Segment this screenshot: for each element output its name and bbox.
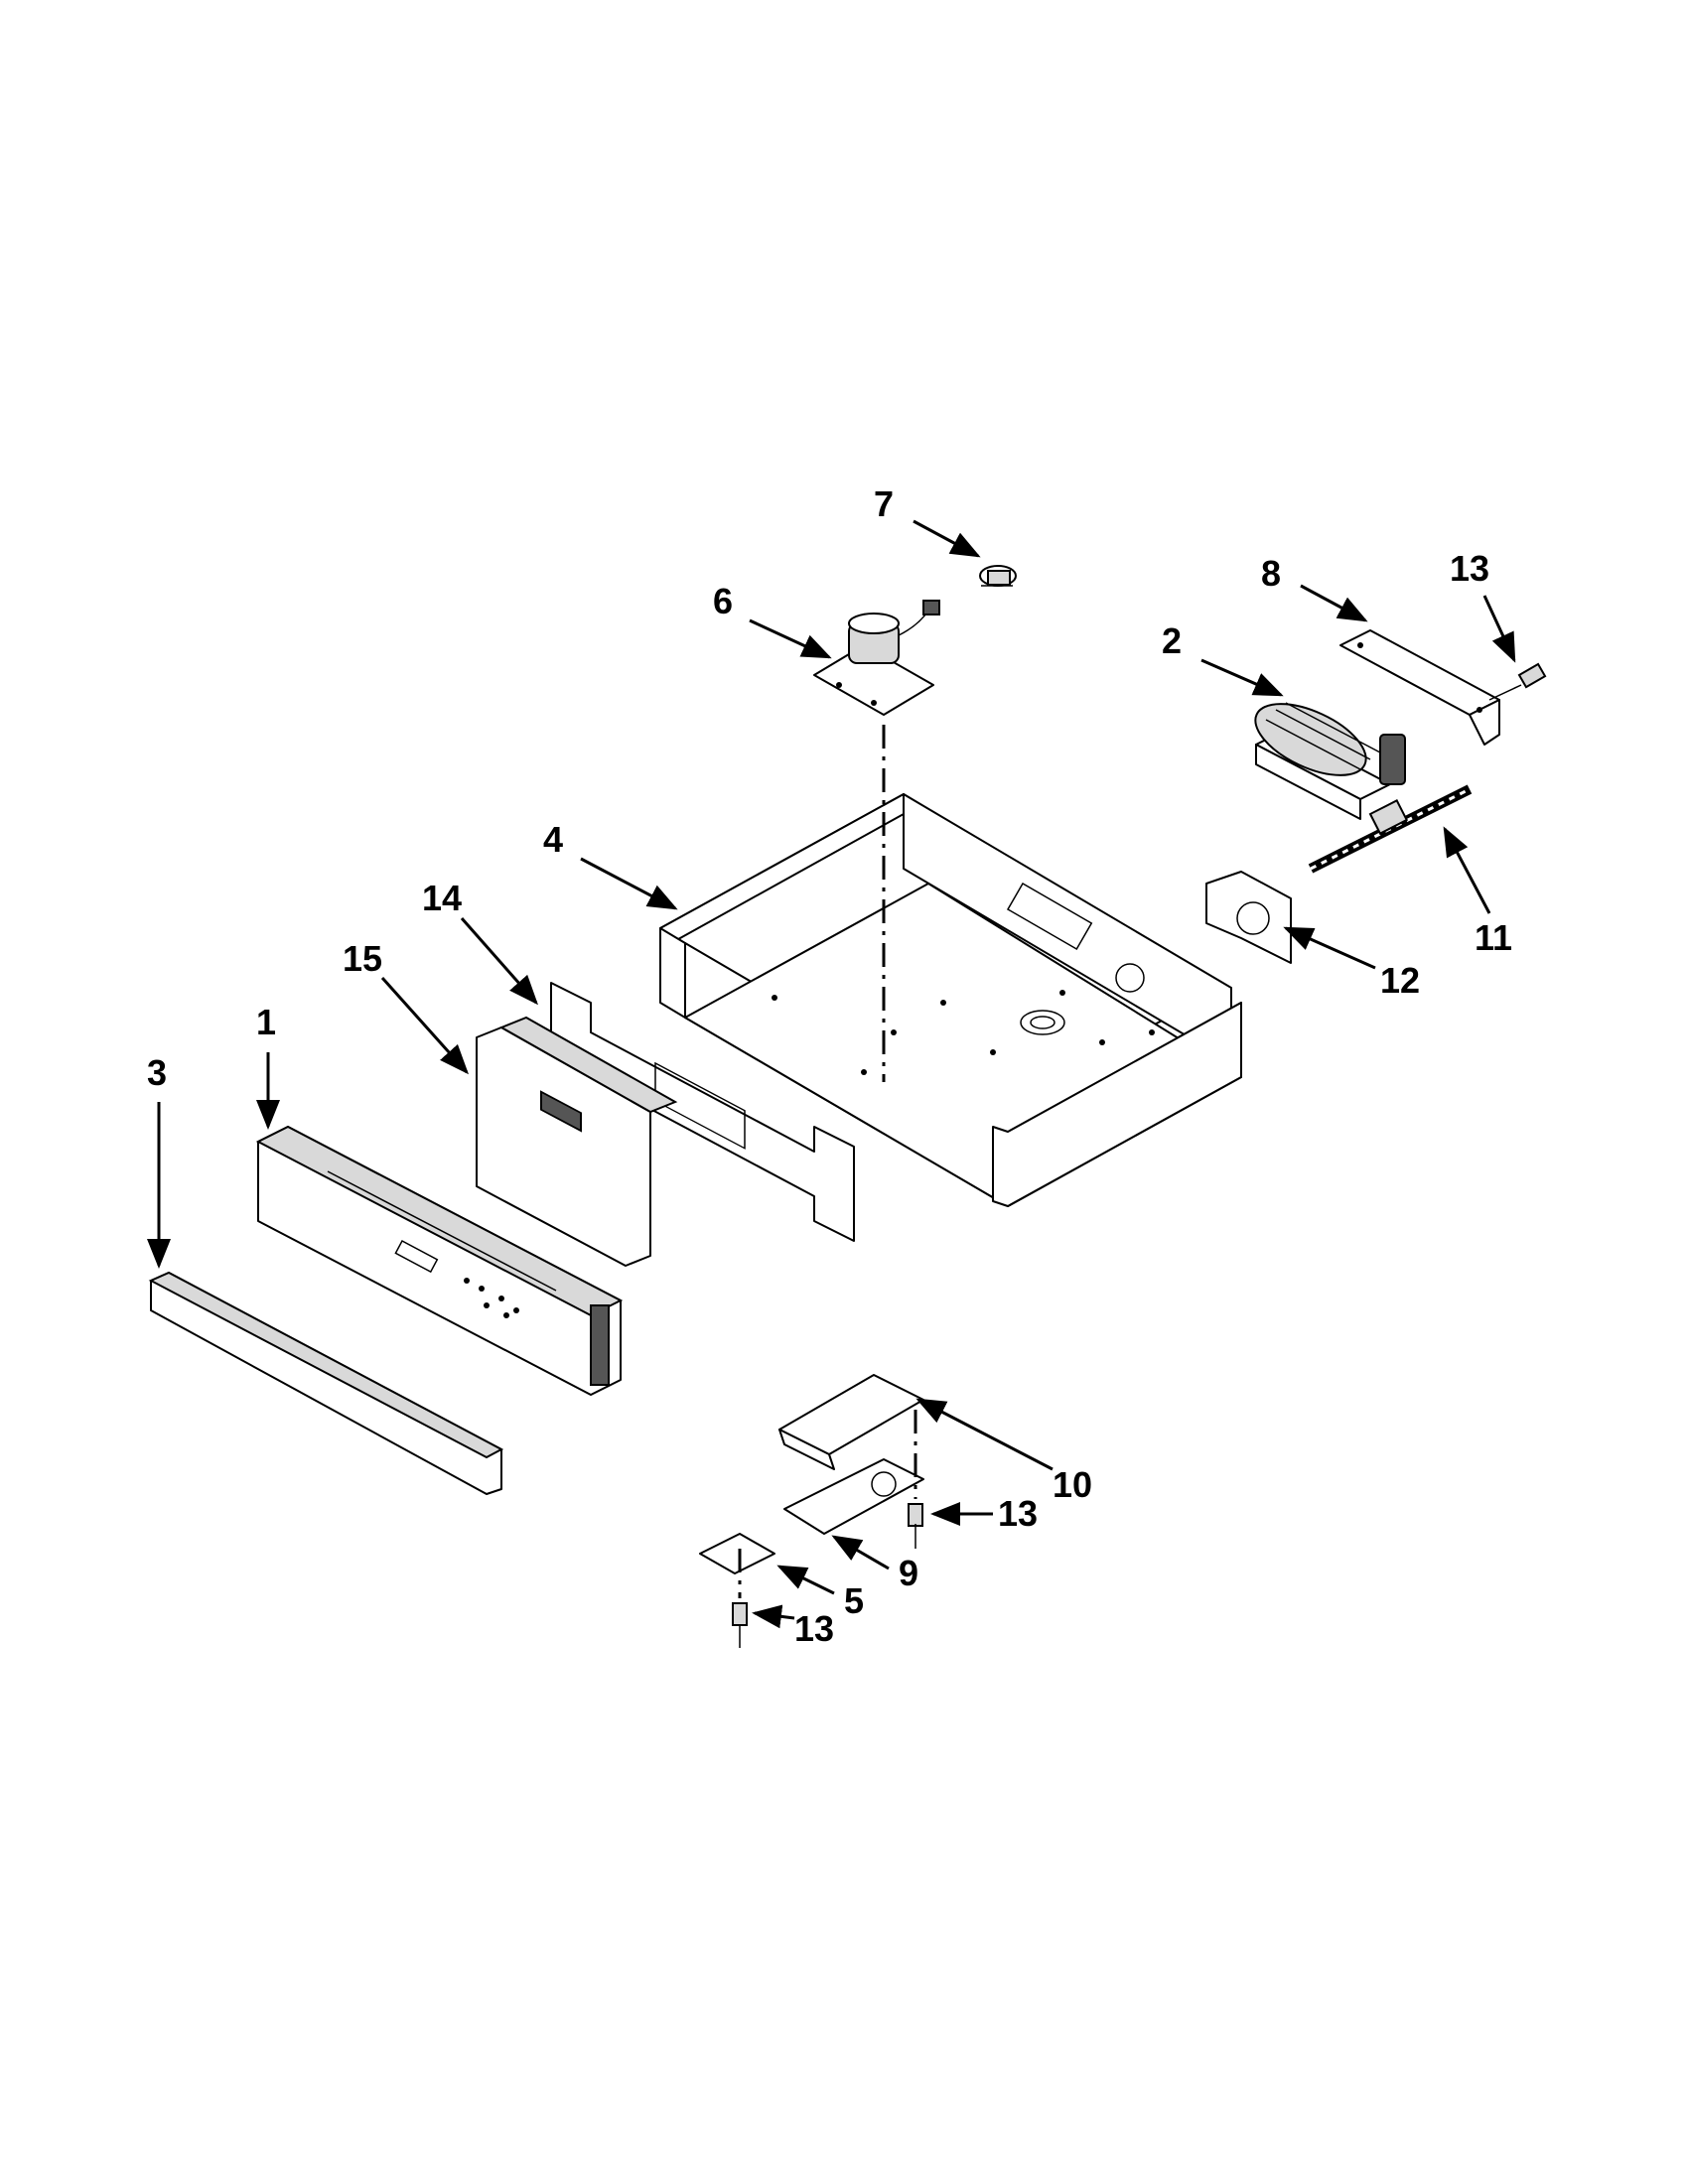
callout-11: 11 (1475, 917, 1512, 958)
part-2-blower-fan (1254, 702, 1406, 820)
callout-9: 9 (899, 1553, 918, 1593)
callout-2: 2 (1162, 620, 1182, 661)
leader-arrow-2 (1200, 658, 1284, 697)
callout-8: 8 (1261, 553, 1281, 594)
leader-arrow-7 (913, 519, 981, 558)
part-13-screw-lower (732, 1602, 748, 1648)
callout-6: 6 (713, 581, 733, 621)
callout-10: 10 (1053, 1464, 1092, 1505)
callout-12: 12 (1380, 960, 1420, 1001)
callout-13-upper: 13 (1450, 548, 1489, 589)
leader-arrow-4 (580, 857, 678, 910)
part-15-control-board (476, 1016, 678, 1267)
part-7-thermal-switch (979, 565, 1017, 587)
callout-1: 1 (256, 1002, 276, 1042)
leader-arrow-15 (380, 976, 470, 1075)
part-9-bracket (783, 1458, 924, 1535)
leader-arrow-11 (1443, 826, 1491, 914)
part-13-screw-middle (908, 1503, 923, 1549)
callout-7: 7 (874, 483, 894, 524)
leader-arrow-8 (1300, 584, 1368, 622)
callout-5: 5 (844, 1580, 864, 1621)
leader-arrow-14 (460, 917, 538, 1006)
part-10-deflector (778, 1374, 924, 1470)
leader-arrow-13-upper (1482, 595, 1516, 663)
part-13-screw-upper (1488, 662, 1547, 701)
callout-13-lower: 13 (794, 1608, 834, 1649)
leader-arrow-9 (831, 1535, 890, 1570)
callout-3: 3 (147, 1052, 167, 1093)
leader-arrow-6 (749, 618, 832, 659)
part-6-sensor-assembly (813, 600, 940, 716)
leader-arrow-10 (915, 1398, 1054, 1471)
part-3-trim-strip (148, 1271, 504, 1495)
leader-arrow-5 (776, 1565, 835, 1595)
part-12-gasket-plate (1205, 871, 1292, 964)
callout-4: 4 (543, 819, 563, 860)
leader-arrow-12 (1283, 926, 1376, 970)
callout-15: 15 (343, 938, 382, 979)
part-1-control-panel (255, 1125, 624, 1396)
leader-arrow-13-lower (752, 1604, 795, 1629)
part-8-fan-bracket (1339, 629, 1500, 746)
part-4-chassis-box (659, 793, 1242, 1207)
callout-14: 14 (422, 878, 462, 918)
part-5-clip (699, 1533, 775, 1574)
part-11-wire-harness (1308, 784, 1473, 874)
callout-13-middle: 13 (998, 1493, 1038, 1534)
